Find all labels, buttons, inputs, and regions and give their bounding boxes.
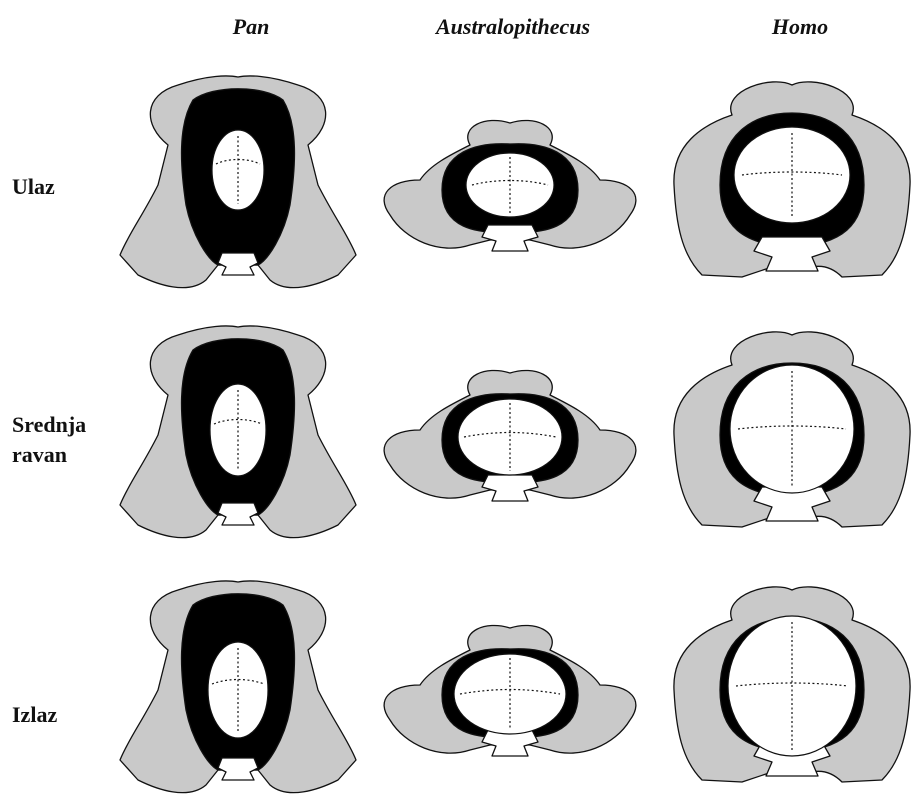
australopithecus-outlet-illustration — [384, 625, 636, 756]
pan-inlet-illustration — [120, 76, 356, 288]
homo-inlet-illustration — [674, 82, 910, 277]
homo-midplane-illustration — [674, 332, 910, 527]
pan-outlet-illustration — [120, 581, 356, 793]
australopithecus-inlet-illustration — [384, 120, 636, 251]
homo-outlet-illustration — [674, 587, 910, 782]
australopithecus-midplane-illustration — [384, 370, 636, 501]
pan-midplane-illustration — [120, 326, 356, 538]
